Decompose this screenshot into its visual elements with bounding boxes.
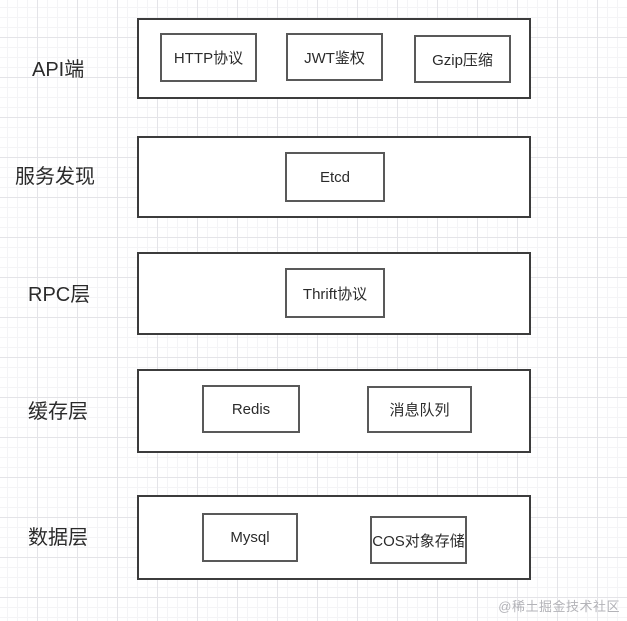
layer-label-cache: 缓存层 xyxy=(28,401,88,423)
node-jwt-auth: JWT鉴权 xyxy=(286,33,383,81)
node-thrift-protocol: Thrift协议 xyxy=(285,268,385,318)
layer-label-data: 数据层 xyxy=(28,527,88,549)
layer-label-rpc: RPC层 xyxy=(28,284,91,306)
layer-box-api: HTTP协议 JWT鉴权 Gzip压缩 xyxy=(137,18,531,99)
node-http-protocol: HTTP协议 xyxy=(160,33,257,82)
node-message-queue: 消息队列 xyxy=(367,386,472,433)
node-etcd: Etcd xyxy=(285,152,385,202)
node-redis: Redis xyxy=(202,385,300,433)
layer-label-service-discovery: 服务发现 xyxy=(15,166,95,188)
layer-box-rpc: Thrift协议 xyxy=(137,252,531,335)
node-gzip-compression: Gzip压缩 xyxy=(414,35,511,83)
layer-box-service-discovery: Etcd xyxy=(137,136,531,218)
layer-box-data: Mysql COS对象存储 xyxy=(137,495,531,580)
node-mysql: Mysql xyxy=(202,513,298,562)
layer-label-api: API端 xyxy=(32,59,85,81)
juejin-watermark: @稀土掘金技术社区 xyxy=(498,599,620,614)
layer-box-cache: Redis 消息队列 xyxy=(137,369,531,453)
node-cos-object-storage: COS对象存储 xyxy=(370,516,467,564)
